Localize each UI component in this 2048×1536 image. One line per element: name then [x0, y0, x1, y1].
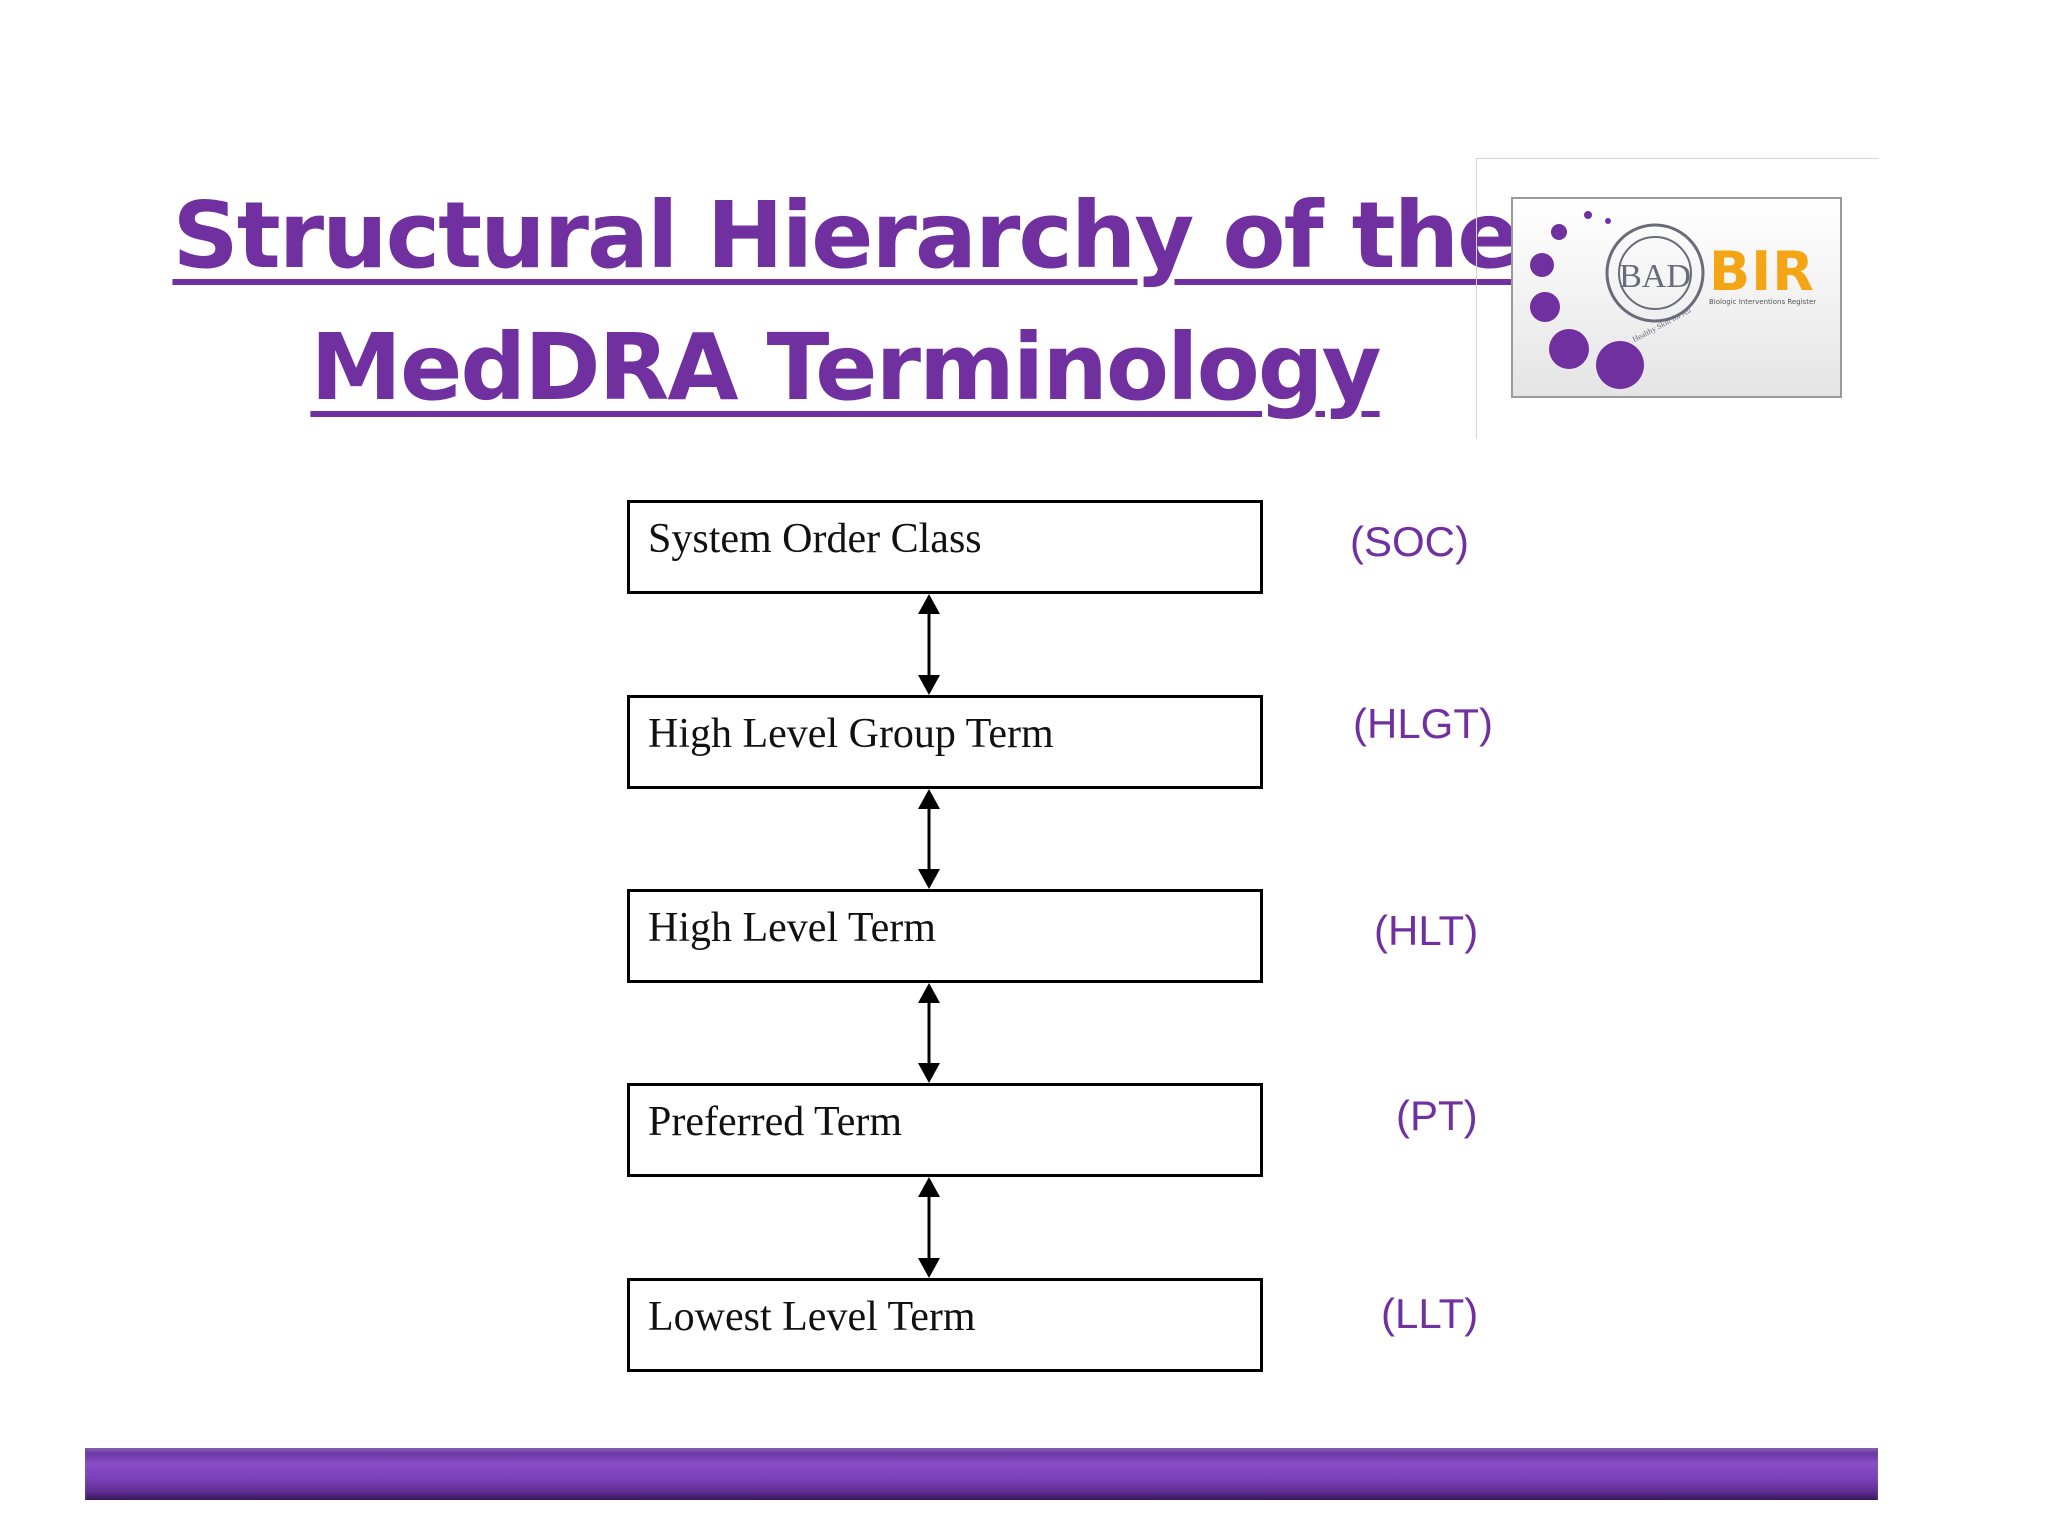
bir-wordmark: BIR: [1709, 240, 1815, 303]
logo-dot: [1530, 292, 1560, 322]
logo-dot: [1584, 211, 1592, 219]
hierarchy-level-name: System Order Class: [648, 516, 982, 562]
hierarchy-box-pt: Preferred Term: [627, 1083, 1263, 1177]
logo-dot: [1549, 329, 1589, 369]
logo-dot: [1530, 253, 1554, 277]
double-arrow-icon: [918, 594, 940, 695]
hierarchy-box-hlgt: High Level Group Term: [627, 695, 1263, 789]
bir-logo-graphic: BAD Healthy Skin for All Biologic Interv…: [1530, 211, 1816, 389]
double-arrow-icon: [918, 1177, 940, 1278]
logo-dot: [1596, 341, 1644, 389]
hierarchy-level-abbreviation: (HLGT): [1353, 700, 1493, 747]
logo-dot: [1605, 218, 1611, 224]
hierarchy-level-name: Preferred Term: [648, 1099, 902, 1145]
hierarchy-level-abbreviation: (PT): [1396, 1092, 1478, 1139]
hierarchy-level-name: Lowest Level Term: [648, 1294, 976, 1340]
seal-motto: Healthy Skin for All: [1631, 305, 1693, 344]
hierarchy-level-name: High Level Term: [648, 905, 936, 951]
hierarchy-box-hlt: High Level Term: [627, 889, 1263, 983]
hierarchy-level-abbreviation: (LLT): [1381, 1290, 1479, 1337]
double-arrow-icon: [918, 983, 940, 1083]
hierarchy-level-name: High Level Group Term: [648, 711, 1054, 757]
logo-frame: [1476, 158, 1879, 439]
slide-title-line-2: MedDRA Terminology: [310, 314, 1381, 421]
slide-title-line-1: Structural Hierarchy of the: [172, 182, 1519, 289]
hierarchy-level-abbreviation: (SOC): [1350, 518, 1469, 565]
seal-icon: BAD Healthy Skin for All: [1605, 223, 1705, 344]
logo-dot: [1551, 224, 1567, 240]
hierarchy-level-abbreviation: (HLT): [1374, 907, 1479, 954]
bir-logo: BAD Healthy Skin for All Biologic Interv…: [1511, 197, 1842, 398]
hierarchy-box-soc: System Order Class: [627, 500, 1263, 594]
bottom-accent-bar: [85, 1448, 1878, 1500]
seal-initials: BAD: [1619, 258, 1691, 295]
double-arrow-icon: [918, 789, 940, 889]
logo-tagline: Biologic Interventions Register: [1709, 298, 1816, 306]
hierarchy-box-llt: Lowest Level Term: [627, 1278, 1263, 1372]
